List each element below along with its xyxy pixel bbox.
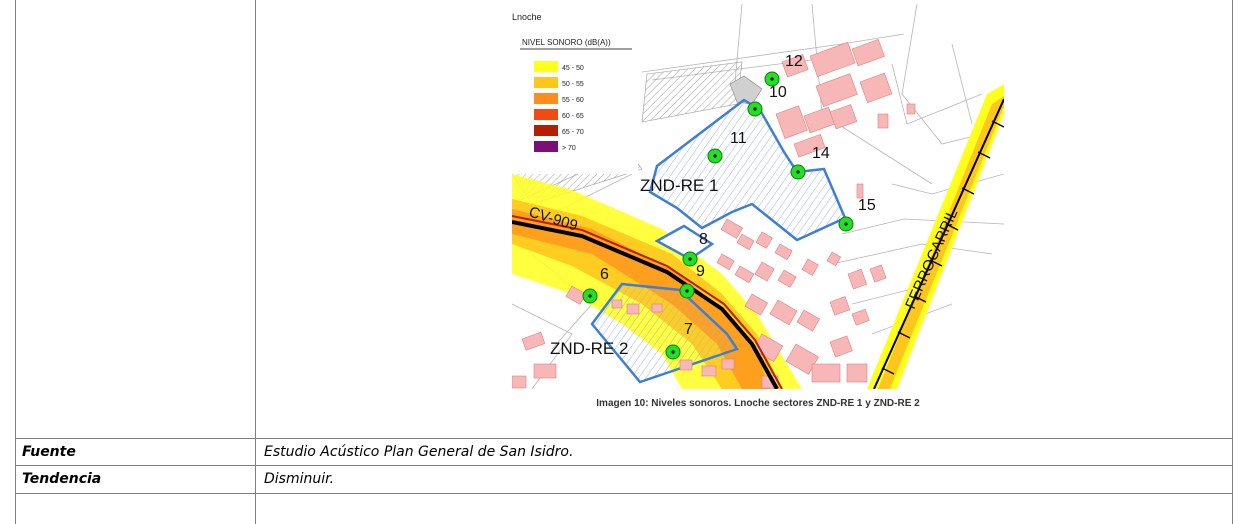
- table-row-divider: [15, 465, 1233, 466]
- zone-label-znd-re-2: ZND-RE 2: [550, 339, 628, 358]
- legend-title: NIVEL SONORO (dB(A)): [522, 38, 611, 47]
- measurement-point-label: 14: [812, 145, 830, 162]
- measurement-point-10: 10: [747, 84, 787, 117]
- legend-label: > 70: [562, 145, 576, 152]
- measurement-point-8: 8: [682, 231, 708, 267]
- measurement-point-11: 11: [707, 130, 747, 164]
- measurement-point-center: [796, 170, 800, 174]
- measurement-point-center: [688, 257, 692, 261]
- measurement-point-14: 14: [790, 145, 830, 180]
- measurement-point-6: 6: [582, 266, 609, 304]
- map-title: Lnoche: [512, 12, 542, 22]
- table-border-left: [15, 0, 16, 524]
- measurement-point-label: 10: [769, 84, 787, 101]
- table-row-divider: [15, 438, 1233, 439]
- legend-label: 50 - 55: [562, 81, 584, 88]
- measurement-point-label: 9: [696, 263, 705, 280]
- table-column-divider: [255, 0, 256, 524]
- table-border-right: [1232, 0, 1233, 524]
- railway: [873, 98, 1004, 389]
- legend-swatch: [534, 61, 558, 72]
- legend-swatch: [534, 125, 558, 136]
- measurement-point-12: 12: [764, 53, 803, 87]
- measurement-point-label: 12: [785, 53, 803, 70]
- legend-label: 60 - 65: [562, 113, 584, 120]
- legend: 45 - 50 50 - 55 55 - 60 60 - 65 65 - 70 > 70: [512, 28, 638, 174]
- measurement-point-center: [671, 350, 675, 354]
- legend-swatch: [534, 109, 558, 120]
- buildings: [512, 39, 916, 389]
- measurement-point-center: [844, 222, 848, 226]
- road-cv-909: [512, 220, 779, 389]
- measurement-point-label: 6: [600, 266, 609, 283]
- measurement-point-9: 9: [679, 263, 705, 299]
- measurement-point-15: 15: [838, 197, 876, 232]
- measurement-point-label: 7: [684, 321, 693, 338]
- legend-label: 65 - 70: [562, 129, 584, 136]
- road-cv-909-inner: [512, 215, 783, 389]
- roundabout: [729, 75, 763, 105]
- zone-znd-re-1: [648, 98, 847, 242]
- measurement-point-center: [770, 77, 774, 81]
- measurement-point-7: 7: [665, 321, 693, 360]
- legend-label: 55 - 60: [562, 97, 584, 104]
- measurement-point-center: [753, 107, 757, 111]
- measurement-point-center: [713, 154, 717, 158]
- table-row-divider: [15, 493, 1233, 494]
- map-caption: Imagen 10: Niveles sonoros. Lnoche secto…: [596, 398, 920, 409]
- row-value-tendencia: Disminuir.: [264, 471, 335, 487]
- legend-swatch: [534, 141, 558, 152]
- measurement-point-center: [588, 294, 592, 298]
- legend-label: 45 - 50: [562, 65, 584, 72]
- measurement-point-center: [685, 289, 689, 293]
- legend-swatch: [534, 77, 558, 88]
- row-label-tendencia: Tendencia: [22, 471, 102, 487]
- measurement-point-label: 11: [730, 130, 747, 147]
- zone-znd-re-1-notch: [654, 224, 715, 261]
- measurement-point-label: 15: [858, 197, 876, 214]
- row-label-fuente: Fuente: [22, 444, 76, 460]
- measurement-point-label: 8: [699, 231, 708, 248]
- row-value-fuente: Estudio Acústico Plan General de San Isi…: [264, 444, 574, 460]
- zone-label-znd-re-1: ZND-RE 1: [640, 176, 718, 195]
- legend-swatch: [534, 93, 558, 104]
